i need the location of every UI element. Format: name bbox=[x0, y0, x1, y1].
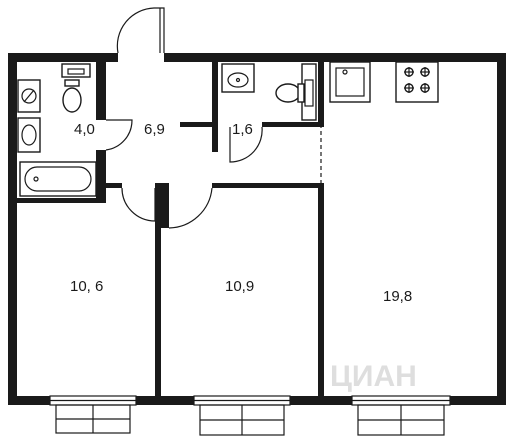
watermark: ЦИАН bbox=[330, 360, 417, 393]
kitchen-fixtures bbox=[329, 61, 439, 103]
room-area-kitchen-living: 19,8 bbox=[383, 288, 412, 305]
room-area-bathroom: 4,0 bbox=[74, 121, 95, 138]
room-area-toilet: 1,6 bbox=[232, 121, 253, 138]
outer-walls bbox=[8, 53, 506, 405]
doors bbox=[105, 7, 263, 229]
interior-walls bbox=[8, 62, 324, 396]
room-area-bedroom-middle: 10,9 bbox=[225, 278, 254, 295]
bathroom-fixtures bbox=[17, 63, 97, 197]
room-area-hall: 6,9 bbox=[144, 121, 165, 138]
toilet-fixtures bbox=[221, 63, 317, 121]
windows bbox=[49, 395, 451, 436]
room-area-bedroom-left: 10, 6 bbox=[70, 278, 103, 295]
